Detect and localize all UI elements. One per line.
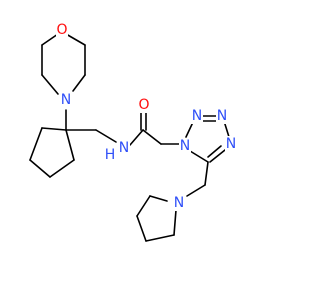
bond-tz-c5-n1 bbox=[189, 150, 209, 163]
atom-tetrazole-n4: N bbox=[225, 136, 237, 152]
atom-pyrrolidine-nitrogen: N bbox=[173, 195, 185, 211]
bond-group bbox=[29, 33, 230, 242]
bond-morph-c4-o bbox=[41, 33, 59, 46]
atom-label-backdrop bbox=[216, 108, 228, 124]
atom-label: N bbox=[226, 136, 236, 152]
bond-c5-ch2 bbox=[204, 161, 209, 186]
atom-label: N bbox=[119, 140, 129, 156]
atom-label: H bbox=[105, 147, 116, 163]
atom-label-backdrop bbox=[179, 138, 191, 154]
atom-amide-hydrogen: H bbox=[104, 147, 116, 163]
bond-ch2-namide bbox=[95, 129, 117, 143]
atom-label-backdrop bbox=[225, 136, 237, 152]
bond-morph-c2-n bbox=[72, 74, 86, 92]
bond-ccarbonyl-ch2 bbox=[142, 129, 162, 145]
atom-label-backdrop bbox=[104, 147, 116, 163]
molecule-structure: O N N H O N N N N N bbox=[29, 22, 237, 242]
bond-ch2-npyrr bbox=[186, 184, 206, 197]
atom-label-backdrop bbox=[60, 92, 72, 108]
bond-morph-n-c3 bbox=[41, 74, 59, 95]
bond-cp-c3-c4 bbox=[49, 159, 75, 178]
atom-label-backdrop bbox=[56, 22, 68, 38]
bond-pyrr-c4-n bbox=[149, 195, 168, 202]
bond-cp-c2-c3 bbox=[29, 159, 51, 178]
atom-label: N bbox=[61, 92, 71, 108]
atom-carbonyl-oxygen: O bbox=[138, 97, 150, 113]
bond-tz-n4-c5-b bbox=[207, 145, 222, 158]
bond-morph-o-c1 bbox=[65, 33, 86, 46]
atom-label: O bbox=[56, 22, 67, 38]
bond-tz-n4-c5-a bbox=[209, 149, 226, 163]
atom-label-group: O N N H O N N N N N bbox=[56, 22, 237, 211]
atom-tetrazole-n2: N bbox=[191, 108, 203, 124]
atom-label-backdrop bbox=[138, 97, 150, 113]
atom-morpholine-oxygen: O bbox=[56, 22, 68, 38]
bond-pyrr-c1-c2 bbox=[145, 234, 175, 242]
atom-morpholine-nitrogen: N bbox=[60, 92, 72, 108]
atom-label: N bbox=[192, 108, 202, 124]
atom-label-backdrop bbox=[173, 195, 185, 211]
atom-label: N bbox=[180, 138, 190, 154]
bond-pyrr-n-c1 bbox=[173, 209, 177, 236]
bond-cp-c1-c2 bbox=[29, 127, 43, 161]
bond-pyrr-c3-c4 bbox=[136, 195, 151, 217]
atom-label: N bbox=[174, 195, 184, 211]
atom-tetrazole-n3: N bbox=[216, 108, 228, 124]
bond-namide-ccarbonyl bbox=[129, 129, 144, 146]
atom-label-backdrop bbox=[118, 140, 130, 156]
atom-amide-nitrogen: N bbox=[118, 140, 130, 156]
bond-pyrr-c2-c3 bbox=[136, 215, 147, 242]
atom-tetrazole-n1: N bbox=[179, 138, 191, 154]
atom-label: N bbox=[217, 108, 227, 124]
atom-label: O bbox=[138, 97, 149, 113]
bond-cp-c4-cq bbox=[65, 129, 75, 161]
atom-label-backdrop bbox=[191, 108, 203, 124]
bond-cp-cq-c1 bbox=[41, 127, 67, 131]
